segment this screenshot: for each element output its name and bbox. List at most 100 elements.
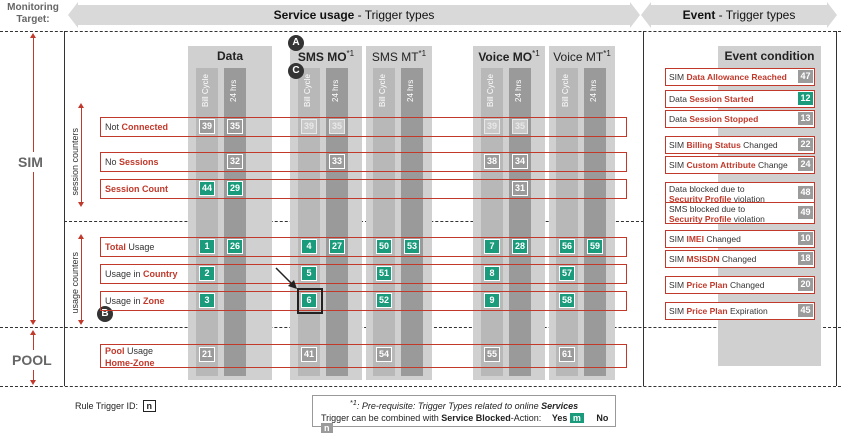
marker-a: A [288,35,304,51]
trigger-id-badge: 61 [559,347,575,362]
rule-trigger-id-legend: Rule Trigger ID: n [75,400,157,412]
event-id-badge: 47 [798,70,813,83]
trigger-id-badge: 41 [301,347,317,362]
trigger-id-badge: 28 [512,239,528,254]
prerequisite-legend: *1: Pre-requisite: Trigger Types related… [312,395,616,433]
trigger-id-badge: 4 [301,239,317,254]
event-header: Event - Trigger types [641,2,837,28]
highlight-box [297,288,323,314]
trigger-id-badge: 55 [484,347,500,362]
h24-label: 24 hrs [514,79,523,103]
top-divider [0,31,841,32]
session-counters-label: session counters [70,126,80,198]
trigger-id-badge: 26 [227,239,243,254]
event-id-badge: 24 [798,158,813,171]
trigger-id-badge: 2 [199,266,215,281]
h24-label: 24 hrs [229,79,238,103]
bill-cycle-label: Bill Cycle [303,74,312,108]
middle-frame-line [643,31,644,386]
service-usage-header: Service usage - Trigger types [68,2,640,28]
voice-mt-column-title: Voice MT*1 [553,49,611,64]
sms-mo-column-title: SMS MO*1 [297,49,355,64]
event-id-badge: 49 [798,206,813,219]
h24-label: 24 hrs [406,79,415,103]
legend-id-box: n [142,400,157,412]
event-id-badge: 12 [798,92,813,105]
trigger-id-badge: 35 [329,119,345,134]
event-id-badge: 18 [798,252,813,265]
trigger-id-badge: 39 [199,119,215,134]
bottom-divider [0,386,841,387]
right-frame-line [836,31,837,386]
event-item: Data blocked due to Security Profile vio… [665,182,815,204]
event-id-badge: 48 [798,186,813,199]
data-column-title: Data [216,49,243,63]
h24-label: 24 hrs [331,79,340,103]
trigger-id-badge: 44 [199,181,215,196]
trigger-id-badge: 35 [227,119,243,134]
trigger-id-badge: 58 [559,293,575,308]
row-label: Not Connected [105,122,169,132]
no-badge: n [321,423,333,433]
trigger-id-badge: 21 [199,347,215,362]
h24-label: 24 hrs [589,79,598,103]
left-frame-line [64,31,65,386]
row-usage-country [100,264,627,284]
sim-label: SIM [18,152,43,172]
trigger-id-badge: 33 [329,154,345,169]
sim-range-line [33,38,34,322]
row-label: Usage in Zone [105,296,165,306]
trigger-id-badge: 57 [559,266,575,281]
trigger-id-badge: 53 [404,239,420,254]
row-total-usage [100,237,627,257]
trigger-id-badge: 9 [484,293,500,308]
trigger-id-badge: 32 [227,154,243,169]
row-label: Session Count [105,184,169,194]
pointer-arrow-icon [275,267,297,289]
event-id-badge: 45 [798,304,813,317]
trigger-id-badge: 29 [227,181,243,196]
event-id-badge: 22 [798,138,813,151]
trigger-id-badge: 50 [376,239,392,254]
yes-badge: m [569,413,584,423]
event-id-badge: 20 [798,278,813,291]
trigger-id-badge: 56 [559,239,575,254]
row-label: Total Usage [105,242,155,252]
trigger-id-badge: 5 [301,266,317,281]
trigger-id-badge: 52 [376,293,392,308]
row-pool-usage [100,344,627,368]
row-label: Usage in Country [105,269,178,279]
service-usage-title: Service usage [273,8,355,22]
bill-cycle-label: Bill Cycle [486,74,495,108]
trigger-id-badge: 34 [512,154,528,169]
trigger-id-badge: 39 [301,119,317,134]
bill-cycle-label: Bill Cycle [201,74,210,108]
trigger-id-badge: 39 [484,119,500,134]
event-title: Event [682,8,716,22]
row-label: No Sessions [105,157,159,167]
bill-cycle-label: Bill Cycle [561,74,570,108]
trigger-id-badge: 3 [199,293,215,308]
trigger-id-badge: 6 [301,293,317,308]
row-session-count [100,179,627,199]
event-item: SMS blocked due to Security Profile viol… [665,202,815,224]
voice-mo-column-title: Voice MO*1 [478,49,540,64]
trigger-id-badge: 38 [484,154,500,169]
event-condition-title: Event condition [724,49,815,63]
usage-counters-label: usage counters [70,250,80,316]
row-usage-zone [100,291,627,311]
monitoring-target-label: Monitoring Target: [7,2,59,25]
trigger-id-badge: 59 [587,239,603,254]
event-id-badge: 13 [798,112,813,125]
bill-cycle-label: Bill Cycle [378,74,387,108]
trigger-id-badge: 7 [484,239,500,254]
